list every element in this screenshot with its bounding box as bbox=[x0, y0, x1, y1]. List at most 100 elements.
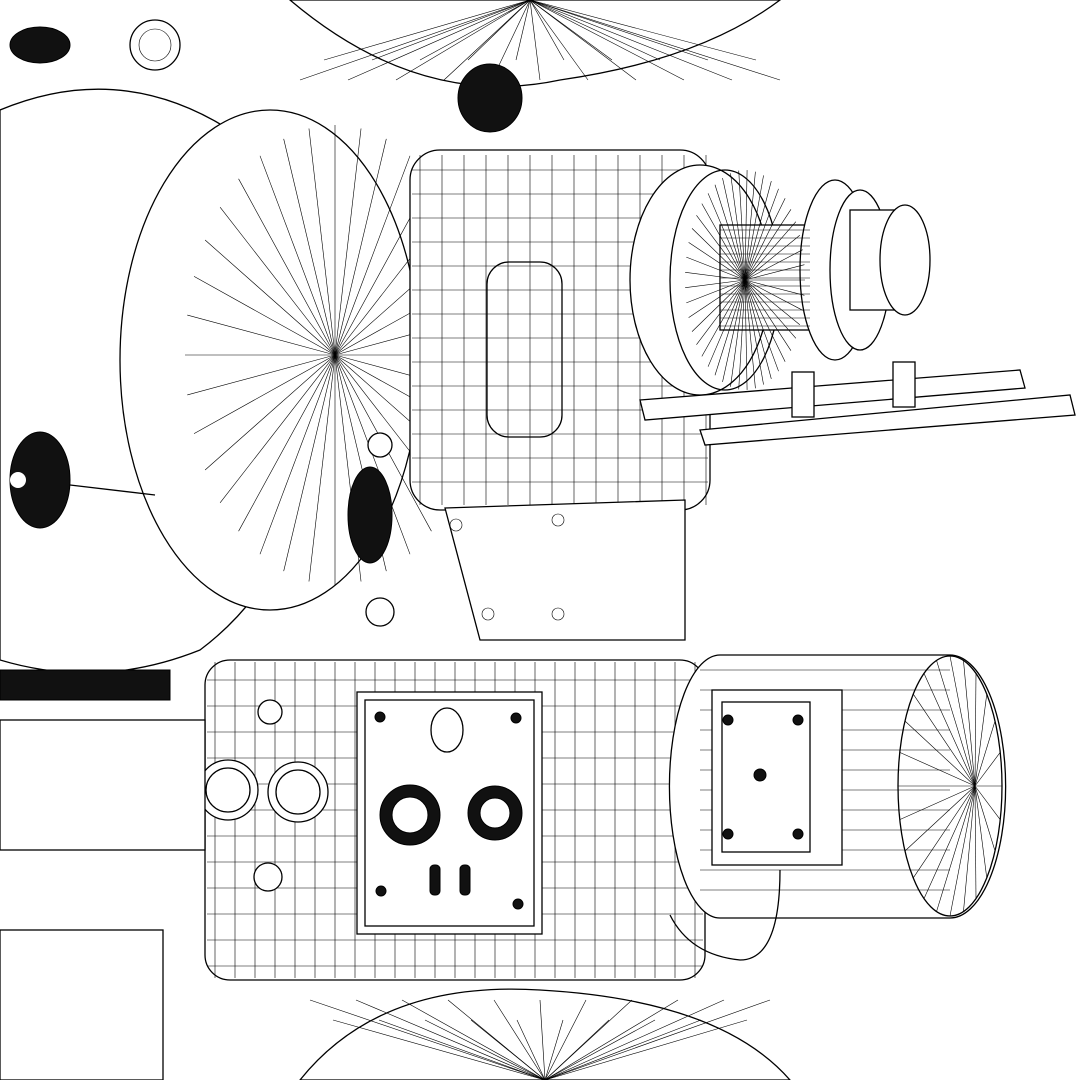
wire-line bbox=[949, 655, 976, 787]
wire-line bbox=[974, 673, 977, 787]
wire-line bbox=[529, 0, 661, 61]
wire-line bbox=[204, 354, 336, 471]
wire-line bbox=[334, 128, 362, 356]
wire-line bbox=[193, 276, 336, 356]
wire-line bbox=[493, 999, 546, 1080]
wire-line bbox=[738, 279, 746, 390]
wire-line bbox=[691, 279, 746, 332]
wire-line bbox=[744, 279, 803, 311]
wire-line bbox=[912, 693, 976, 787]
wire-line bbox=[259, 155, 336, 356]
wire-line bbox=[974, 752, 1001, 787]
wire-line bbox=[923, 673, 976, 787]
top-reel bbox=[288, 0, 782, 88]
wire-line bbox=[923, 785, 976, 899]
wire-line bbox=[544, 999, 587, 1080]
wire-line bbox=[714, 279, 746, 376]
wire-line bbox=[283, 354, 336, 572]
wire-line bbox=[949, 785, 976, 917]
wire-line bbox=[696, 215, 746, 281]
wire-line bbox=[744, 279, 756, 389]
wire-line bbox=[730, 279, 746, 387]
wire-line bbox=[744, 235, 801, 281]
wire-line bbox=[299, 0, 531, 81]
wire-line bbox=[685, 279, 746, 288]
wire-line bbox=[936, 660, 976, 787]
wire-line bbox=[238, 354, 336, 532]
wire-line bbox=[238, 178, 336, 356]
side-knob bbox=[347, 432, 395, 627]
wire-line bbox=[686, 256, 746, 281]
wire-line bbox=[714, 184, 746, 281]
wire-line bbox=[187, 314, 336, 356]
wire-line bbox=[424, 1019, 546, 1080]
wire-line bbox=[701, 203, 746, 281]
wire-line bbox=[529, 0, 541, 81]
control-panel bbox=[356, 691, 543, 935]
wire-line bbox=[696, 279, 746, 345]
wire-line bbox=[259, 354, 336, 555]
wire-line bbox=[529, 0, 565, 61]
wire-line bbox=[685, 272, 746, 281]
wire-line bbox=[308, 354, 336, 582]
wire-line bbox=[539, 999, 546, 1080]
wire-line bbox=[744, 264, 805, 281]
lens-rails bbox=[639, 361, 1076, 446]
wire-line bbox=[722, 177, 746, 281]
wire-line bbox=[744, 279, 748, 390]
wire-line bbox=[544, 1019, 702, 1080]
wire-line bbox=[544, 999, 771, 1080]
wire-line bbox=[529, 0, 709, 61]
wire-line bbox=[744, 188, 779, 281]
wire-line bbox=[395, 0, 531, 81]
wire-line bbox=[308, 128, 336, 356]
wire-line bbox=[912, 785, 976, 879]
wire-line bbox=[378, 1019, 546, 1080]
lens-assembly bbox=[629, 164, 931, 396]
wire-line bbox=[744, 279, 801, 325]
wire-line bbox=[974, 785, 1001, 820]
wire-line bbox=[283, 138, 336, 356]
wire-line bbox=[744, 181, 772, 281]
wire-line bbox=[470, 1019, 546, 1080]
wire-line bbox=[974, 720, 996, 787]
wire-line bbox=[691, 228, 746, 281]
bottom-reel bbox=[299, 988, 791, 1080]
left-frame bbox=[0, 669, 206, 1080]
wire-line bbox=[963, 785, 976, 912]
wire-line bbox=[688, 242, 746, 281]
wire-line bbox=[347, 0, 531, 81]
wire-line bbox=[899, 785, 976, 820]
knob-top bbox=[9, 26, 523, 133]
wire-line bbox=[355, 999, 546, 1080]
wire-line bbox=[744, 249, 803, 281]
wire-line bbox=[529, 0, 637, 81]
wire-line bbox=[219, 206, 336, 356]
wire-line bbox=[544, 999, 679, 1080]
wire-line bbox=[529, 0, 757, 61]
wire-line bbox=[744, 198, 786, 281]
wire-line bbox=[515, 0, 531, 61]
dial-knobs bbox=[197, 759, 329, 823]
wire-line bbox=[334, 155, 411, 356]
wire-line bbox=[204, 239, 336, 356]
left-housing bbox=[0, 19, 485, 674]
wire-line bbox=[371, 0, 531, 61]
wire-line bbox=[401, 999, 546, 1080]
wire-line bbox=[936, 785, 976, 912]
wire-line bbox=[544, 1019, 564, 1080]
wire-line bbox=[744, 279, 779, 372]
wire-line bbox=[323, 0, 531, 61]
wire-line bbox=[529, 0, 589, 81]
wire-line bbox=[899, 752, 976, 787]
wire-line bbox=[544, 1019, 656, 1080]
wire-line bbox=[744, 279, 805, 296]
motor-cylinder bbox=[668, 654, 1007, 961]
wire-line bbox=[744, 170, 748, 281]
wire-line bbox=[744, 279, 786, 362]
wire-line bbox=[744, 279, 792, 351]
wire-line bbox=[529, 0, 685, 81]
wire-line bbox=[974, 785, 988, 878]
lamp-plate bbox=[444, 499, 686, 641]
